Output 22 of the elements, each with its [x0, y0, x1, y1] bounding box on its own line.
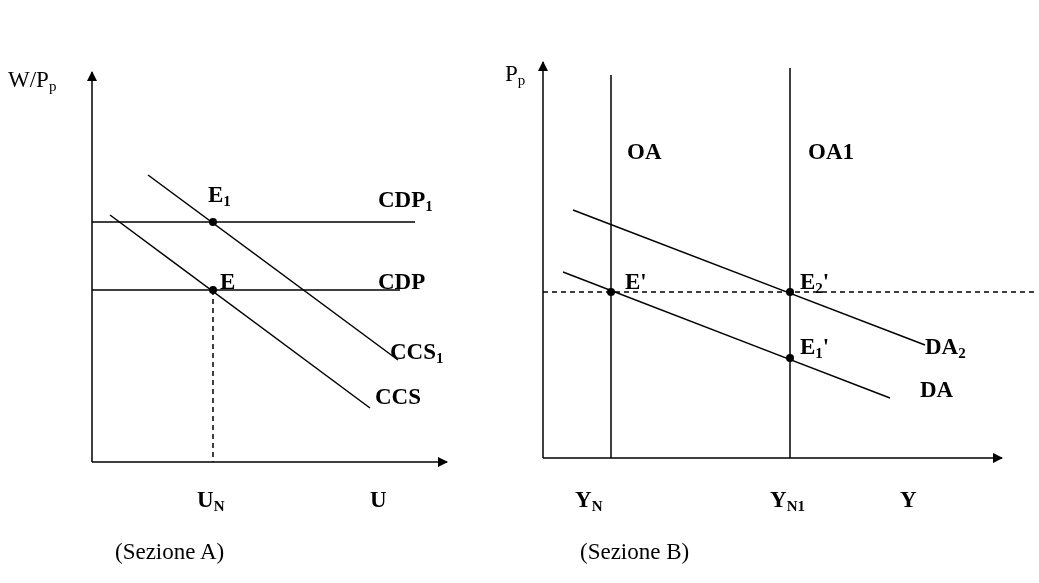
- panel-caption: (Sezione A): [115, 540, 225, 563]
- axis-label: U$_{N}$: [197, 488, 225, 514]
- curve-label: CDP$_{1}$: [378, 188, 433, 214]
- panel-caption: (Sezione B): [580, 540, 690, 563]
- curve-label: OA1: [808, 140, 854, 163]
- point-label: E$_{1}$: [208, 183, 231, 209]
- axis-label: P$_{p}$: [505, 62, 526, 88]
- curve-label: OA: [627, 140, 662, 163]
- point-label: E$_{2}$': [800, 270, 830, 296]
- point-label: E$_{1}$': [800, 335, 830, 361]
- axis-label: W/P$_{p}$: [8, 68, 57, 94]
- curve-label: CCS$_{1}$: [390, 340, 444, 366]
- curve-label: CCS: [375, 385, 421, 408]
- curve-label: DA$_{2}$: [925, 335, 966, 361]
- curve-label: DA: [920, 378, 954, 401]
- point-label: E: [220, 270, 236, 293]
- axis-label: Y: [900, 488, 917, 511]
- point-label: E': [625, 270, 647, 293]
- curve-label: CDP: [378, 270, 426, 293]
- axis-label: U: [370, 488, 387, 511]
- axis-label: Y$_{N1}$: [770, 488, 805, 514]
- axis-label: Y$_{N}$: [575, 488, 603, 514]
